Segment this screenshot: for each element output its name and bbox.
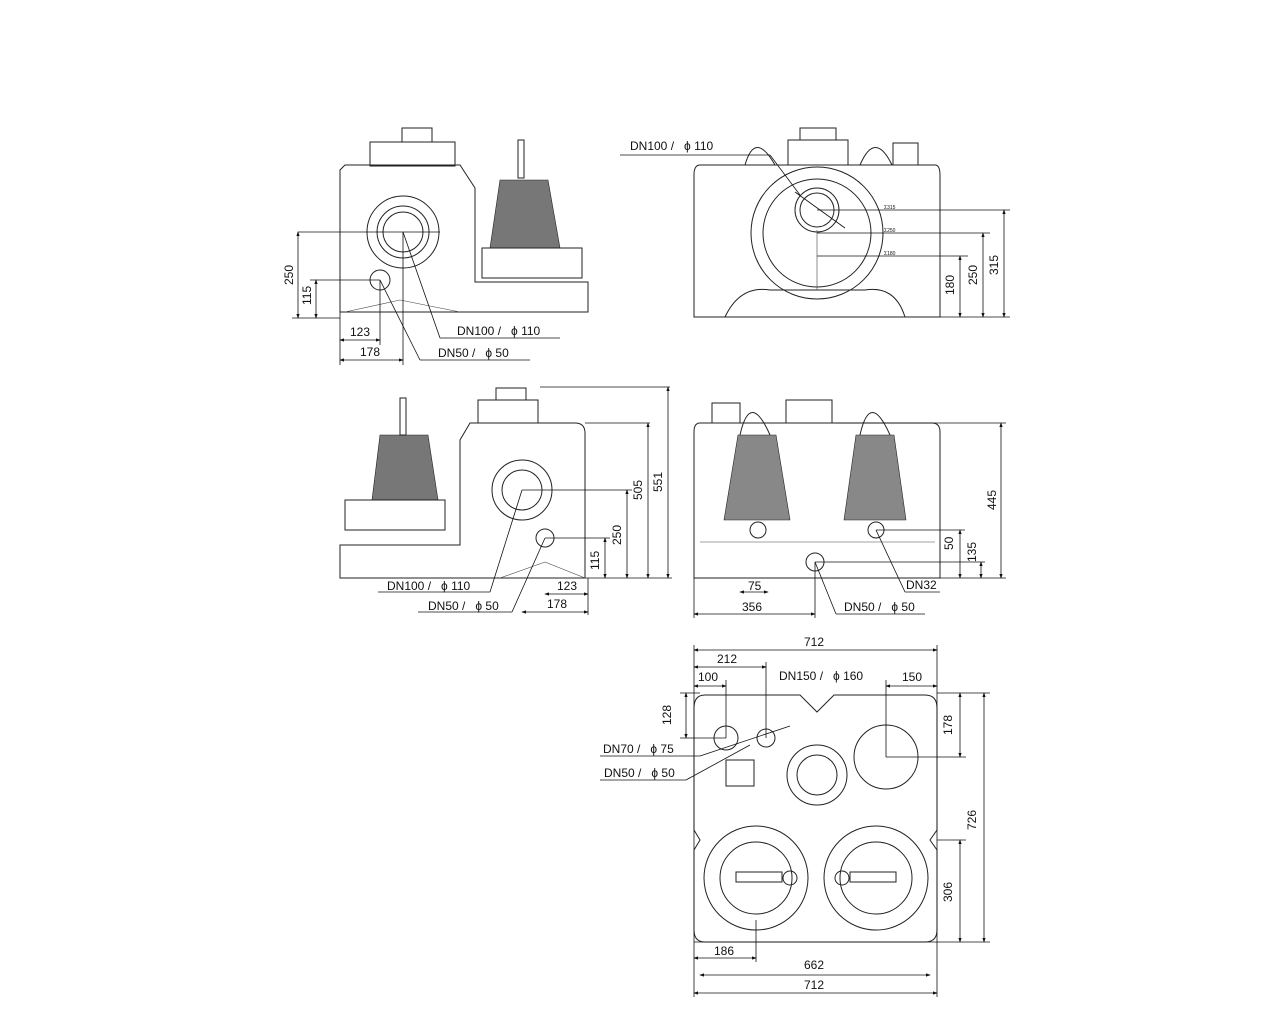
side-view-top-left: 250 115 123 178 DN100 / ϕ 110 DN50 / ϕ 5… bbox=[282, 127, 589, 365]
drain-label: DN32 bbox=[906, 578, 937, 592]
side-view-mid-left: DN100 / ϕ 110 DN50 / ϕ 50 123 178 115 25… bbox=[339, 386, 672, 615]
inlet70-label: DN70 / ϕ 75 bbox=[603, 742, 674, 756]
small-315: Σ315 bbox=[884, 205, 896, 211]
vent-label: DN50 / ϕ 50 bbox=[844, 600, 915, 614]
dim-212: 212 bbox=[717, 652, 737, 666]
top-view-bottom: 712 212 100 DN150 / ϕ 160 150 128 178 72… bbox=[600, 635, 990, 997]
dim-178: 178 bbox=[360, 345, 380, 359]
dim-250: 250 bbox=[610, 525, 624, 545]
dim-306: 306 bbox=[941, 882, 955, 902]
dim-315: 315 bbox=[987, 255, 1001, 275]
dim-505: 505 bbox=[631, 480, 645, 500]
dim-712-top: 712 bbox=[804, 635, 824, 649]
dim-128: 128 bbox=[660, 705, 674, 725]
dim-178: 178 bbox=[941, 715, 955, 735]
dim-186: 186 bbox=[714, 944, 734, 958]
dim-123: 123 bbox=[350, 325, 370, 339]
dim-250: 250 bbox=[282, 265, 296, 285]
dim-250: 250 bbox=[966, 265, 980, 285]
vent-label: DN50 / ϕ 50 bbox=[438, 346, 509, 360]
dim-445: 445 bbox=[985, 490, 999, 510]
back-view-mid-right: 445 135 50 75 356 DN32 DN50 / ϕ 50 bbox=[693, 399, 1006, 618]
vent-label: DN50 / ϕ 50 bbox=[428, 599, 499, 613]
dim-712-bottom: 712 bbox=[804, 978, 824, 992]
dim-50: 50 bbox=[942, 536, 956, 550]
dim-115: 115 bbox=[588, 551, 602, 570]
front-view-top-right: Σ315 Σ250 Σ180 DN100 / ϕ 110 180 250 315 bbox=[620, 127, 1010, 318]
small-250: Σ250 bbox=[884, 228, 896, 234]
dim-100: 100 bbox=[698, 670, 718, 684]
inlet-label: DN100 / ϕ 110 bbox=[630, 139, 714, 153]
dim-135: 135 bbox=[965, 542, 979, 562]
dim-726: 726 bbox=[965, 810, 979, 830]
dim-115: 115 bbox=[300, 286, 314, 305]
small-180: Σ180 bbox=[884, 251, 896, 257]
dim-150: 150 bbox=[902, 670, 922, 684]
inlet-label: DN100 / ϕ 110 bbox=[457, 324, 541, 338]
dim-75: 75 bbox=[748, 579, 762, 593]
dim-123: 123 bbox=[557, 579, 577, 593]
dim-662: 662 bbox=[804, 958, 824, 972]
dim-180: 180 bbox=[943, 275, 957, 295]
outlet-label: DN150 / ϕ 160 bbox=[779, 669, 863, 683]
dim-178: 178 bbox=[547, 597, 567, 611]
dim-551: 551 bbox=[651, 472, 665, 492]
inlet50-label: DN50 / ϕ 50 bbox=[604, 766, 675, 780]
inlet-label: DN100 / ϕ 110 bbox=[387, 579, 471, 593]
dim-356: 356 bbox=[742, 600, 762, 614]
